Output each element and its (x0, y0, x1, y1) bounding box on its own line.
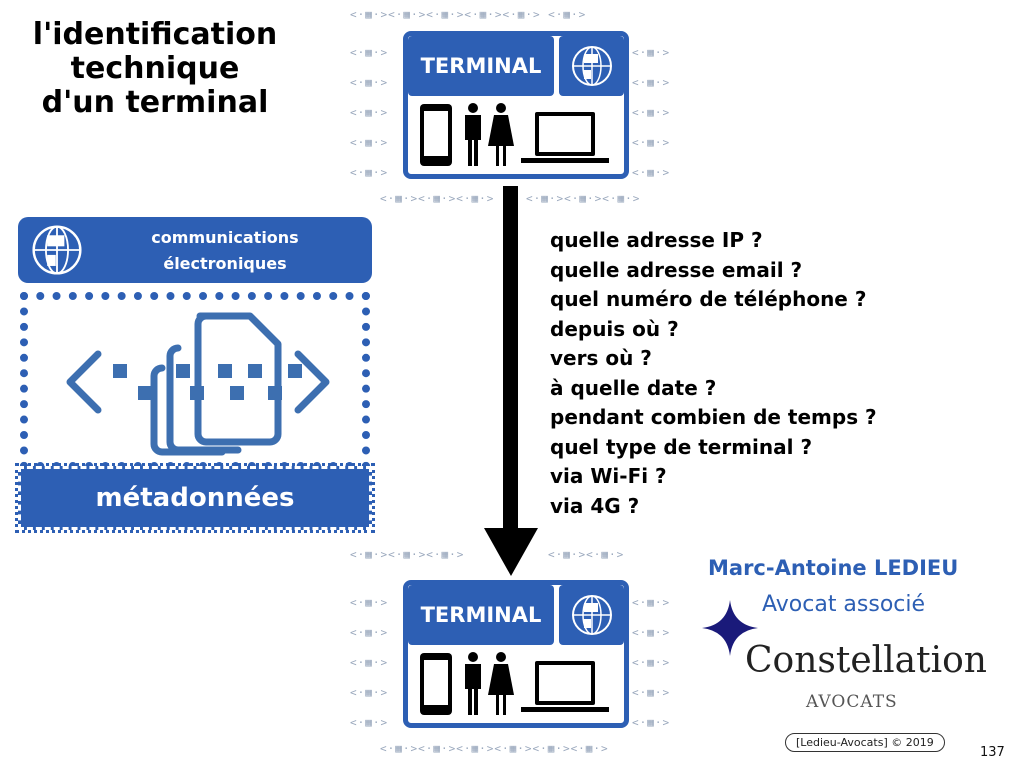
metadata-documents-icon (66, 312, 330, 456)
terminal-card-bottom: TERMINAL (403, 580, 629, 728)
metadata-frame (20, 292, 370, 470)
flow-arrow-head (484, 528, 538, 576)
question: quel type de terminal ? (550, 434, 813, 459)
title-line: d'un terminal (41, 85, 269, 120)
flow-arrow-shaft (503, 186, 518, 531)
page-number: 137 (980, 745, 1005, 760)
metadata-pattern-right-2: <·▦·> <·▦·> <·▦·> <·▦·> <·▦·> (632, 596, 671, 729)
metadata-pattern-top: <·▦·><·▦·><·▦·><·▦·><·▦·> <·▦·> (350, 8, 587, 21)
copyright-badge: [Ledieu-Avocats] © 2019 (785, 733, 945, 752)
metadata-pattern-bottom: <·▦·><·▦·><·▦·> (380, 192, 495, 205)
globe-icon (32, 225, 82, 275)
devices-and-users-icon (418, 102, 618, 174)
question: quelle adresse email ? (550, 257, 803, 282)
metadata-pattern-left-2: <·▦·> <·▦·> <·▦·> <·▦·> <·▦·> (350, 596, 389, 729)
question: à quelle date ? (550, 375, 717, 400)
terminal-label: TERMINAL (408, 36, 554, 96)
question: depuis où ? (550, 316, 679, 341)
title-line: technique (70, 51, 240, 86)
question: vers où ? (550, 346, 652, 370)
question: quel numéro de téléphone ? (550, 287, 867, 311)
communications-line1: communications (151, 228, 299, 247)
metadata-label: métadonnées (15, 463, 375, 533)
author-name: Marc-Antoine LEDIEU (708, 556, 959, 580)
firm-subtitle: AVOCATS (806, 692, 898, 712)
star-logo-icon (702, 600, 758, 656)
devices-and-users-icon (418, 651, 618, 723)
question: pendant combien de temps ? (550, 405, 877, 429)
metadata-pattern-top-2-right: <·▦·><·▦·> (548, 548, 625, 561)
question: quelle adresse IP ? (550, 228, 763, 252)
question: via Wi-Fi ? (550, 464, 667, 488)
metadata-pattern-top-2: <·▦·><·▦·><·▦·> (350, 548, 465, 561)
metadata-pattern-bottom-right: <·▦·><·▦·><·▦·> (526, 192, 641, 205)
metadata-pattern-bottom-2: <·▦·><·▦·><·▦·><·▦·><·▦·><·▦·> (380, 742, 609, 755)
communications-header: communications électroniques (18, 217, 372, 283)
slide-title: l'identification technique d'un terminal (10, 18, 300, 120)
questions-list: quelle adresse IP ? quelle adresse email… (550, 226, 877, 521)
terminal-label: TERMINAL (408, 585, 554, 645)
metadata-pattern-left: <·▦·> <·▦·> <·▦·> <·▦·> <·▦·> (350, 46, 389, 179)
globe-icon (559, 36, 624, 96)
communications-line2: électroniques (163, 254, 287, 273)
terminal-card-top: TERMINAL (403, 31, 629, 179)
author-role: Avocat associé (762, 592, 926, 617)
title-line: l'identification (32, 17, 278, 52)
question: via 4G ? (550, 493, 640, 518)
metadata-pattern-right: <·▦·> <·▦·> <·▦·> <·▦·> <·▦·> (632, 46, 671, 179)
globe-icon (559, 585, 624, 645)
firm-name: Constellation (745, 640, 987, 681)
